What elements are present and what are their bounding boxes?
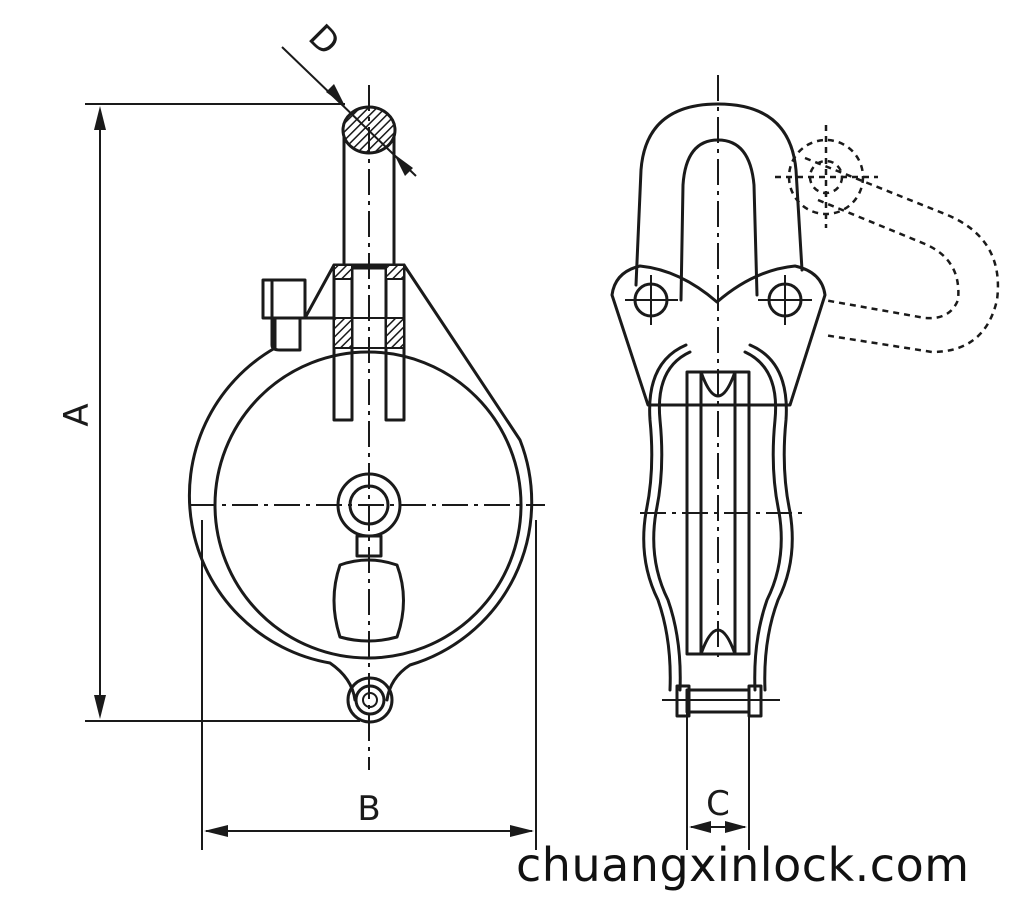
dimension-a: A	[57, 103, 360, 722]
latch-block	[261, 278, 307, 320]
dim-label-d: D	[300, 17, 347, 64]
shackle-swung-inner	[817, 198, 960, 320]
dimension-c: C	[686, 712, 750, 850]
dim-label-c: C	[706, 784, 730, 824]
clevis-hatch-top-right	[385, 264, 405, 280]
cheek-left-inner	[642, 343, 688, 692]
cheek-left-outer	[652, 350, 692, 692]
latch-tab	[270, 278, 302, 352]
dimension-b: B	[201, 520, 537, 850]
clevis-hatch-mid-right	[385, 317, 405, 349]
housing-outline	[187, 263, 534, 702]
shackle-swung-outer	[804, 156, 1000, 354]
dimension-d: D	[281, 17, 417, 177]
dim-label-a: A	[57, 403, 97, 426]
front-view	[187, 85, 545, 770]
dim-label-b: B	[357, 789, 380, 829]
clevis-hatch-top-left	[333, 264, 353, 280]
shackle-outer	[634, 102, 804, 287]
yoke-plate	[610, 264, 827, 407]
clevis-hatch-mid-left	[333, 317, 353, 349]
rope-groove	[332, 558, 405, 643]
watermark-text: chuangxinlock.com	[516, 838, 970, 892]
side-view	[610, 75, 1000, 718]
